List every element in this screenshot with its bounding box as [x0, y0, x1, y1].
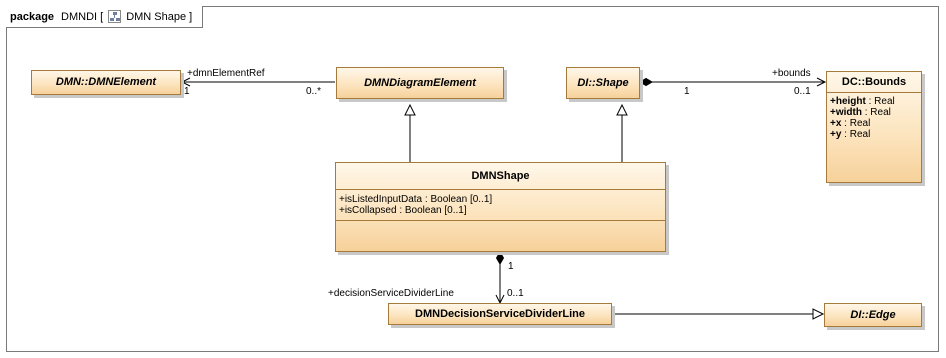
triangle-di-shape — [616, 103, 628, 116]
multiplicity-bounds-target: 0..1 — [794, 86, 811, 97]
class-dmn-shape[interactable]: DMNShape +isListedInputData : Boolean [0… — [335, 162, 666, 252]
multiplicity-divider-source: 1 — [508, 261, 514, 272]
role-dmn-element-ref: +dmnElementRef — [187, 68, 265, 79]
class-dmn-diagram-element[interactable]: DMNDiagramElement — [336, 67, 504, 99]
class-di-shape[interactable]: DI::Shape — [566, 67, 640, 99]
diagram-name: DMN Shape — [126, 10, 187, 23]
class-name: DMNDiagramElement — [364, 77, 476, 89]
attribute-y: +y : Real — [830, 129, 871, 140]
arrowhead-bounds — [816, 77, 827, 87]
class-name: DI::Edge — [850, 309, 896, 321]
class-name: DMN::DMNElement — [55, 76, 157, 88]
package-keyword: package — [10, 10, 55, 23]
package-frame — [6, 6, 939, 352]
arrowhead-element-ref — [180, 77, 191, 87]
triangle-diagram-element — [404, 103, 416, 116]
multiplicity-element-ref-target: 1 — [184, 86, 190, 97]
package-name: DMNDI [ — [61, 10, 104, 23]
diamond-bounds — [639, 77, 653, 87]
class-name: DMNDecisionServiceDividerLine — [415, 308, 585, 320]
diagram-icon — [108, 10, 122, 23]
attribute-is-collapsed: +isCollapsed : Boolean [0..1] — [339, 205, 467, 216]
class-dmn-decision-service-divider-line[interactable]: DMNDecisionServiceDividerLine — [388, 303, 612, 325]
multiplicity-divider-target: 0..1 — [507, 288, 524, 299]
operation-compartment — [336, 220, 665, 221]
diamond-divider — [495, 251, 505, 265]
class-name: DI::Shape — [577, 77, 629, 89]
attribute-height: +height : Real — [830, 96, 895, 107]
attribute-compartment: +isListedInputData : Boolean [0..1] +isC… — [336, 189, 665, 220]
class-name: DC::Bounds — [841, 76, 907, 88]
triangle-di-edge — [812, 308, 825, 320]
package-tab: package DMNDI [ DMN Shape ] — [6, 6, 204, 28]
multiplicity-element-ref-source: 0..* — [306, 86, 322, 97]
role-bounds: +bounds — [772, 68, 811, 79]
attribute-is-listed-input-data: +isListedInputData : Boolean [0..1] — [339, 194, 493, 205]
attribute-width: +width : Real — [830, 107, 891, 118]
class-name: DMNShape — [471, 170, 530, 182]
attribute-x: +x : Real — [830, 118, 871, 129]
class-dmn-element[interactable]: DMN::DMNElement — [31, 70, 181, 95]
multiplicity-bounds-source: 1 — [684, 86, 690, 97]
attribute-compartment: +height : Real +width : Real +x : Real +… — [827, 92, 921, 140]
role-decision-service-divider-line: +decisionServiceDividerLine — [328, 288, 454, 299]
package-name-suffix: ] — [189, 10, 193, 23]
class-dc-bounds[interactable]: DC::Bounds +height : Real +width : Real … — [826, 71, 922, 183]
class-di-edge[interactable]: DI::Edge — [824, 303, 922, 327]
